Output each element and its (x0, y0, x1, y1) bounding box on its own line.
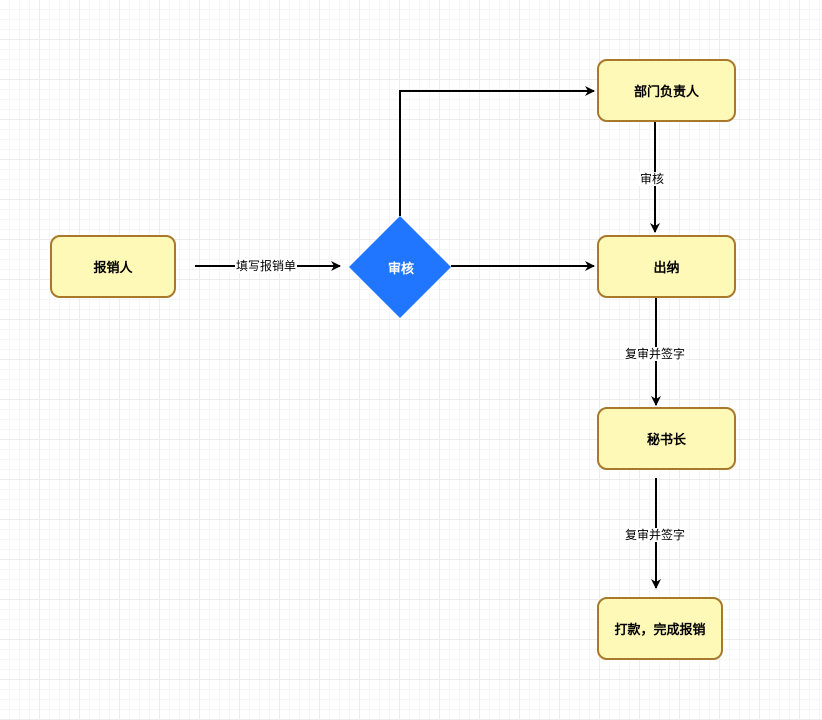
node-department-head[interactable]: 部门负责人 (597, 59, 736, 122)
edge-label-recheck-sign-2: 复审并签字 (623, 528, 687, 542)
node-payment-done-label: 打款，完成报销 (614, 623, 706, 638)
node-department-head-label: 部门负责人 (633, 85, 699, 100)
node-cashier[interactable]: 出纳 (597, 235, 736, 298)
edge-review-to-department-head (399, 86, 595, 216)
node-claimant-label: 报销人 (93, 261, 133, 276)
node-payment-done[interactable]: 打款，完成报销 (597, 597, 723, 660)
edge-label-review: 审核 (638, 172, 666, 186)
review-decision-diamond[interactable] (349, 216, 451, 318)
node-review-label: 审核 (387, 261, 414, 277)
edge-label-recheck-sign-1: 复审并签字 (623, 347, 687, 361)
node-secretary-general-label: 秘书长 (646, 433, 686, 448)
node-secretary-general[interactable]: 秘书长 (597, 407, 736, 470)
node-cashier-label: 出纳 (653, 261, 680, 276)
edge-label-fill-form: 填写报销单 (234, 259, 298, 273)
node-claimant[interactable]: 报销人 (50, 235, 176, 298)
